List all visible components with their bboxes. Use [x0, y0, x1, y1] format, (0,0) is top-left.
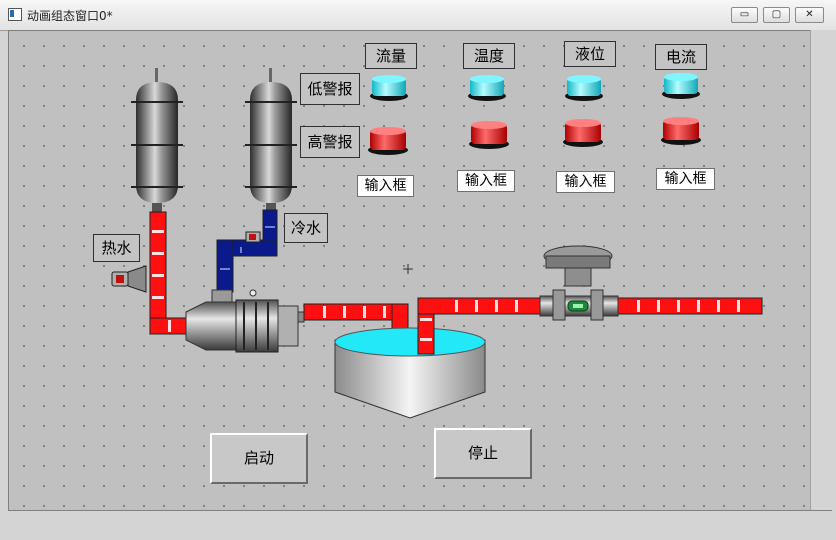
temperature-label: 温度 — [463, 43, 515, 69]
current-low-alarm-lamp — [662, 73, 700, 99]
minimize-icon: ▭ — [739, 9, 750, 20]
maximize-button[interactable]: ▢ — [763, 7, 790, 23]
flow-input[interactable]: 输入框 — [357, 175, 414, 197]
hot-water-label: 热水 — [93, 234, 140, 262]
hot-water-tank — [131, 68, 183, 213]
hot-water-pipe — [149, 211, 187, 335]
outlet-pipe — [303, 303, 409, 335]
control-valve — [539, 245, 619, 321]
level-high-alarm-lamp — [563, 119, 603, 147]
close-icon: ✕ — [805, 9, 814, 20]
app-icon — [8, 8, 22, 21]
flow-high-alarm-lamp — [368, 127, 408, 155]
cold-water-label: 冷水 — [284, 213, 328, 243]
temperature-high-alarm-lamp — [469, 121, 509, 149]
window-title: 动画组态窗口0* — [27, 9, 113, 23]
temperature-low-alarm-lamp — [468, 75, 506, 101]
flow-label: 流量 — [365, 43, 417, 69]
crosshair-cursor-icon — [403, 264, 413, 274]
flow-low-alarm-lamp — [370, 75, 408, 101]
window-frame-bottom — [8, 510, 832, 533]
pump-motor — [185, 289, 305, 353]
level-low-alarm-lamp — [565, 75, 603, 101]
level-input[interactable]: 输入框 — [556, 171, 615, 193]
current-input[interactable]: 输入框 — [656, 168, 715, 190]
cold-water-valve — [245, 231, 261, 243]
cold-water-tank — [245, 68, 297, 211]
window-frame-right — [810, 30, 836, 512]
maximize-icon: ▢ — [771, 9, 782, 20]
current-label: 电流 — [655, 44, 707, 70]
temperature-input[interactable]: 输入框 — [457, 170, 515, 192]
water-pool — [334, 327, 486, 419]
level-label: 液位 — [564, 41, 616, 67]
start-button[interactable]: 启动 — [210, 433, 308, 484]
minimize-button[interactable]: ▭ — [731, 7, 758, 23]
stop-button[interactable]: 停止 — [434, 428, 532, 479]
current-high-alarm-lamp — [661, 117, 701, 145]
hot-water-valve — [111, 265, 147, 293]
low-alarm-label: 低警报 — [300, 73, 360, 105]
high-alarm-label: 高警报 — [300, 126, 360, 158]
return-pipe — [417, 297, 763, 355]
close-button[interactable]: ✕ — [795, 7, 824, 23]
